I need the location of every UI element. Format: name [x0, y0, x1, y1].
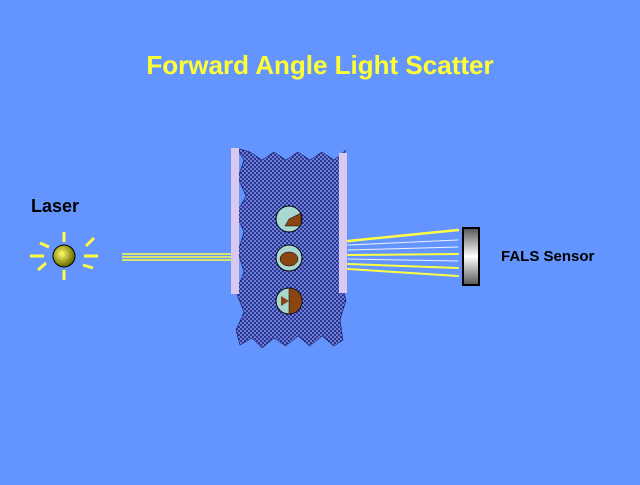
cell-bottom	[275, 287, 303, 315]
cell-top	[275, 205, 303, 233]
laser-source	[30, 232, 98, 280]
laser-label: Laser	[31, 196, 80, 216]
flow-cell-left-wall	[231, 148, 239, 294]
incident-beam	[122, 253, 232, 261]
cell-middle	[275, 244, 303, 272]
laser-rays	[30, 232, 98, 280]
scattered-light	[346, 228, 460, 277]
flow-cell-right-wall	[339, 153, 347, 293]
fals-sensor-icon	[462, 227, 480, 286]
sensor-label: FALS Sensor	[501, 248, 595, 265]
laser-bulb-icon	[52, 244, 76, 268]
slide-title: Forward Angle Light Scatter	[146, 50, 494, 80]
